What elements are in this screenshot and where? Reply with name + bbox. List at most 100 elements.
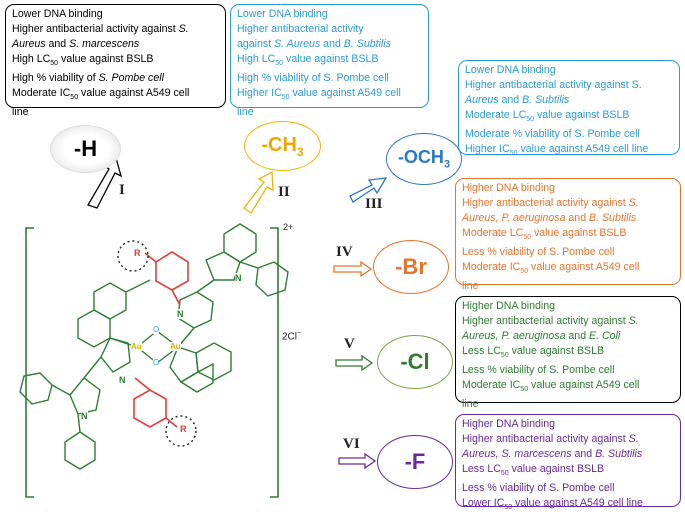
text-run: line <box>462 280 479 293</box>
o-label-top: O <box>153 325 160 334</box>
substituent-br: -Br <box>373 240 449 294</box>
text-run: Lower DNA binding <box>465 64 556 76</box>
property-line: Lower DNA binding <box>465 63 673 78</box>
subscript: 50 <box>520 268 529 276</box>
text-run: Moderate LC <box>465 109 527 121</box>
text-run: value against BSLB <box>58 53 154 65</box>
arrow-III <box>349 177 388 203</box>
text-run: value against BSLB <box>531 227 627 239</box>
label-III: III <box>365 196 383 212</box>
au-label-right: Au <box>170 342 181 351</box>
text-run: Moderate IC <box>12 87 71 100</box>
subscript: 50 <box>520 386 529 394</box>
substituent-ch3: -CH3 <box>244 121 321 171</box>
italic-species: S. <box>628 315 639 327</box>
italic-species: E. Coli <box>589 330 621 342</box>
italic-species: B. Subtilis <box>595 448 643 460</box>
text-run: and <box>565 330 590 342</box>
italic-species: Aureus <box>12 38 46 50</box>
property-line: Higher antibacterial activity against S. <box>462 196 674 211</box>
n-label-4: N <box>235 273 242 283</box>
italic-species: S. <box>178 23 189 35</box>
property-line: Moderate IC50 value against A549 cell <box>462 378 674 397</box>
text-run: Less % viability of S. Pombe cell <box>462 364 615 377</box>
property-line: line <box>237 105 422 120</box>
property-line: Aureus, P. aeruginosa and B. Subtilis <box>462 211 674 226</box>
text-run: line <box>12 106 29 119</box>
text-run: value against A549 cell <box>528 261 640 274</box>
text-run: Less % viability of S. Pombe cell <box>462 482 615 495</box>
property-line: Lower IC50 value against A549 cell line <box>462 496 674 515</box>
arrow-I <box>87 157 123 209</box>
text-run: Higher DNA binding <box>462 418 556 430</box>
text-run: Lower DNA binding <box>237 8 328 20</box>
text-run: value against A549 cell <box>78 87 190 100</box>
text-run: High LC <box>237 53 276 65</box>
text-run: Moderate LC <box>462 227 524 239</box>
text-run: High % viability of <box>12 72 99 85</box>
property-line: High LC50 value against BSLB <box>12 52 219 71</box>
substituent-f: -F <box>377 435 453 489</box>
substituent-h: -H <box>50 125 121 173</box>
subscript: 50 <box>526 116 535 124</box>
text-run: High LC <box>12 53 51 65</box>
label-V: V <box>344 336 355 352</box>
text-run: against <box>237 38 275 50</box>
italic-species: Aureus, P. aeruginosa <box>462 330 566 342</box>
label-VI: VI <box>343 436 360 452</box>
property-line: Moderate LC50 value against BSLB <box>465 108 673 127</box>
property-line: Moderate IC50 value against A549 cell <box>462 260 674 279</box>
property-line: Higher DNA binding <box>462 299 674 314</box>
text-run: Higher antibacterial activity against S. <box>465 79 642 91</box>
text-run: and <box>571 448 596 460</box>
text-run: Lower DNA binding <box>12 8 103 20</box>
property-line: Less % viability of S. Pombe cell <box>462 245 674 260</box>
property-line: Higher antibacterial activity against S. <box>465 78 673 93</box>
text-run: High % viability of S. Pombe cell <box>237 72 389 85</box>
text-run: Higher antibacterial activity against <box>12 23 179 35</box>
property-line: against S. Aureus and B. Subtilis <box>237 37 422 52</box>
text-run: Lower IC <box>462 497 505 510</box>
r-label-bottom: R <box>180 424 187 434</box>
text-run: and <box>320 38 344 50</box>
property-line: High % viability of S. Pombe cell <box>237 71 422 86</box>
text-run: value against BSLB <box>283 53 379 65</box>
text-run: line <box>237 106 254 119</box>
property-line: Lower DNA binding <box>237 7 422 22</box>
subscript: 50 <box>500 352 509 360</box>
au-label-left: Au <box>131 342 142 351</box>
arrow-IV <box>333 260 373 278</box>
italic-species: S. Pombe cell <box>98 72 164 85</box>
property-line: Less LC50 value against BSLB <box>462 462 674 481</box>
label-II: II <box>278 184 290 200</box>
text-run: line <box>462 398 479 411</box>
italic-species: Aureus, S. marcescens <box>462 448 572 460</box>
subscript: 50 <box>50 60 59 68</box>
text-run: Higher IC <box>465 143 510 156</box>
property-line: line <box>462 397 674 412</box>
property-line: High LC50 value against BSLB <box>237 52 422 71</box>
property-line: Less % viability of S. Pombe cell <box>462 481 674 496</box>
italic-species: S. <box>628 433 639 445</box>
property-line: Aureus, P. aeruginosa and E. Coli <box>462 329 674 344</box>
text-run: Less LC <box>462 463 501 475</box>
text-run: value against BSLB <box>534 109 630 121</box>
subscript: 50 <box>504 504 513 512</box>
text-run: Higher DNA binding <box>462 182 556 194</box>
property-line: Moderate LC50 value against BSLB <box>462 226 674 245</box>
italic-species: B. Subtilis <box>522 94 570 106</box>
subscript: 50 <box>523 234 532 242</box>
italic-species: Aureus, P. aeruginosa <box>462 212 566 224</box>
o-label-bottom: O <box>153 358 160 367</box>
property-line: Aureus, S. marcescens and B. Subtilis <box>462 447 674 462</box>
italic-species: S. Aureus <box>274 38 321 50</box>
property-line: Higher antibacterial activity <box>237 22 422 37</box>
property-line: Higher antibacterial activity against S. <box>462 314 674 329</box>
text-run: Less LC <box>462 345 501 357</box>
r-group-circles <box>117 240 197 447</box>
text-run: Higher antibacterial activity against <box>462 433 629 445</box>
